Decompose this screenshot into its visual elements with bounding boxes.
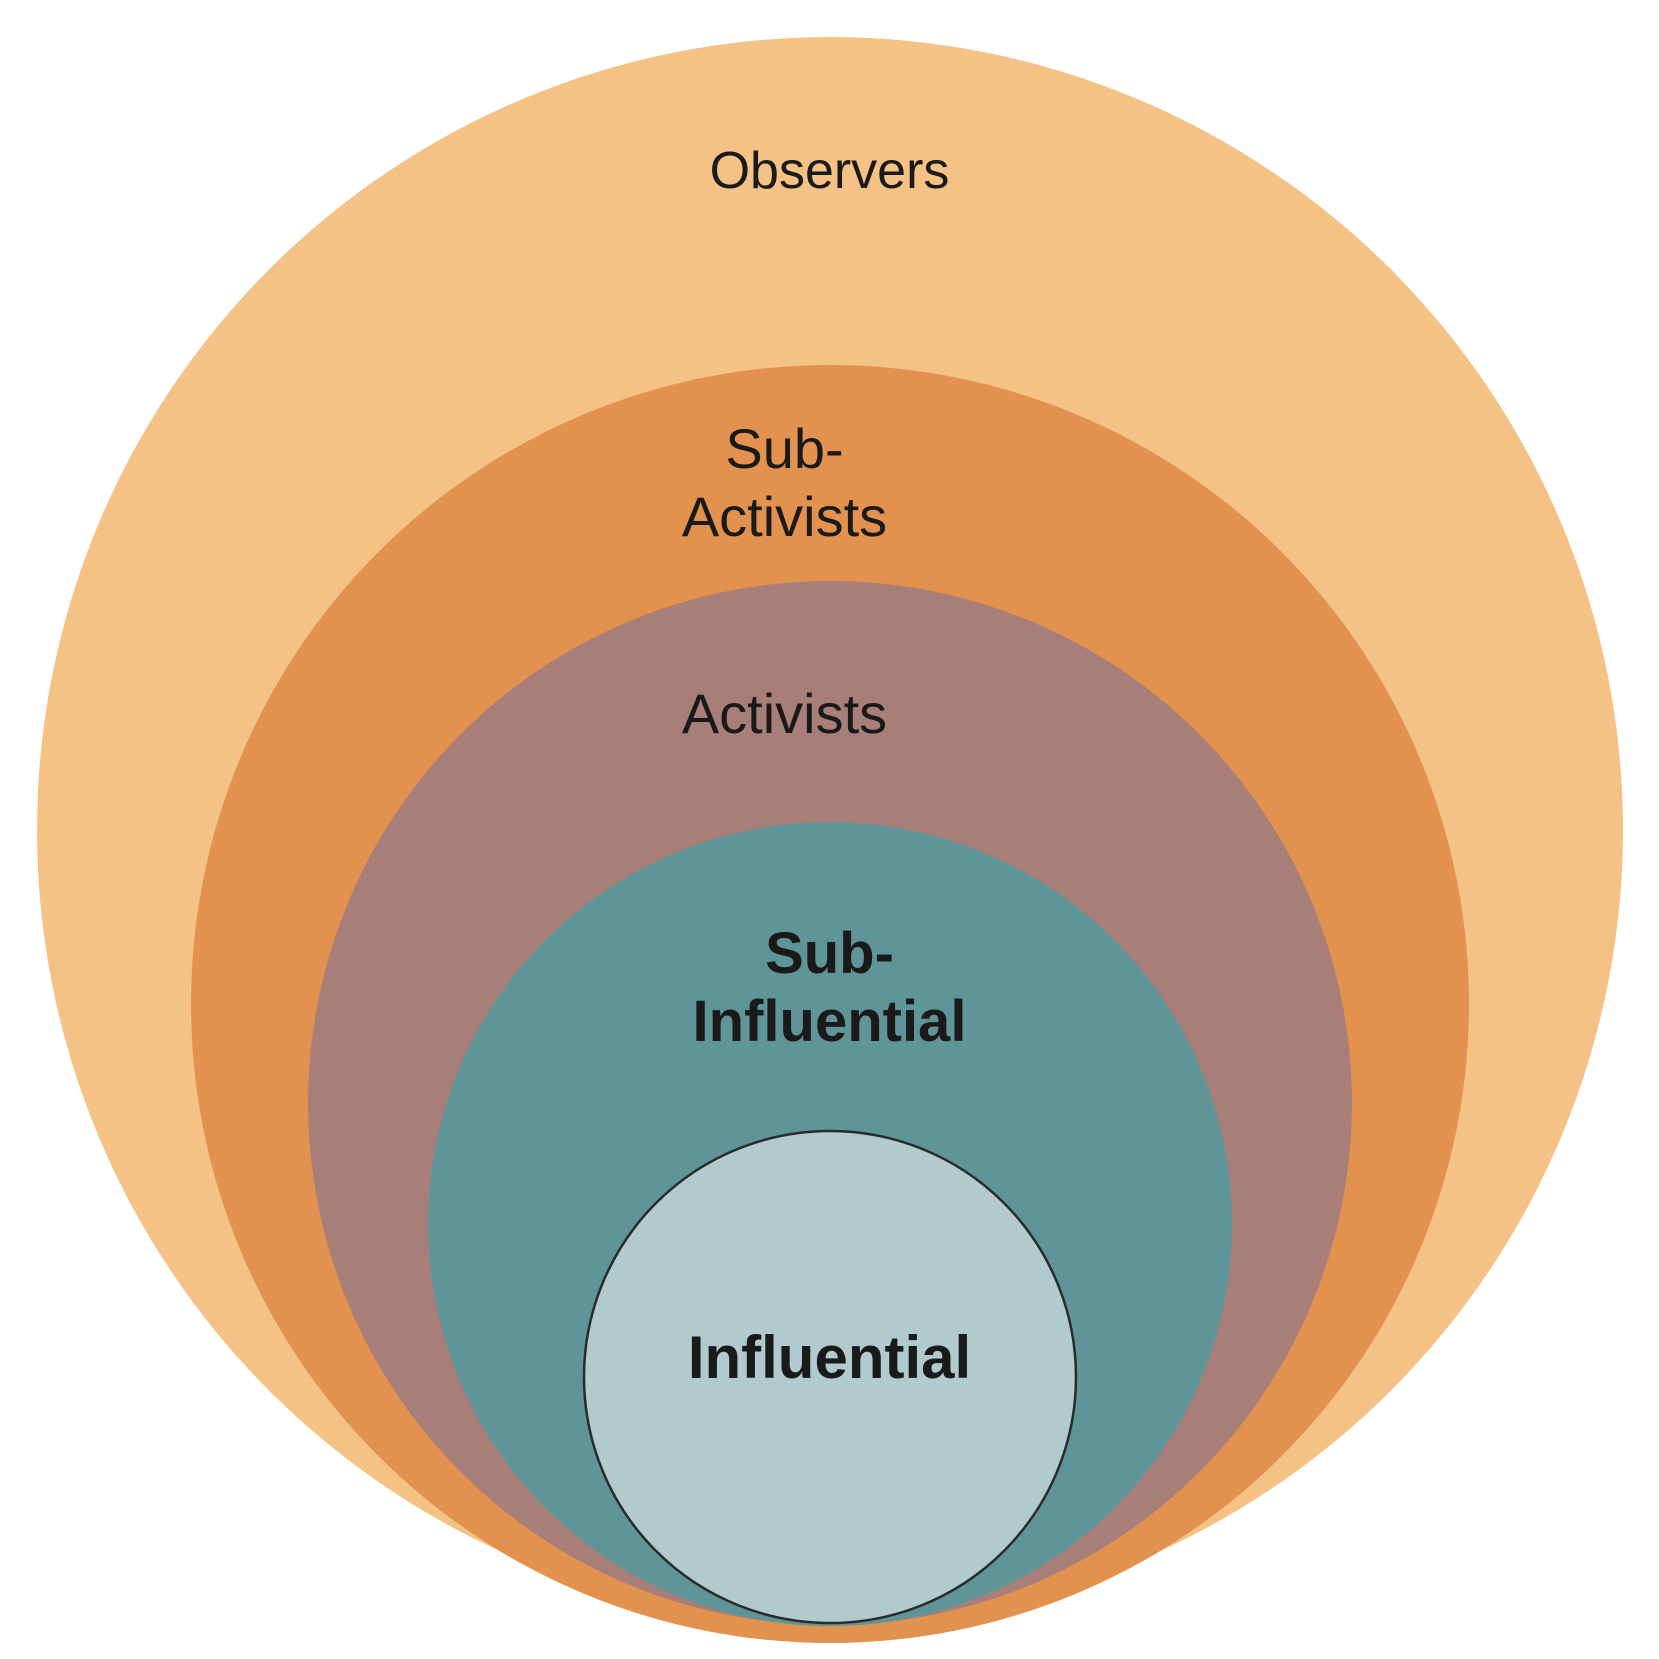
sub-influential-label: Sub- Influential — [692, 921, 967, 1055]
sub-activists-label: Sub- Activists — [681, 417, 888, 549]
influential-circle — [582, 1129, 1078, 1625]
activists-label: Activists — [681, 682, 888, 745]
influential-label: Influential — [687, 1324, 972, 1391]
observers-label: Observers — [709, 142, 950, 200]
